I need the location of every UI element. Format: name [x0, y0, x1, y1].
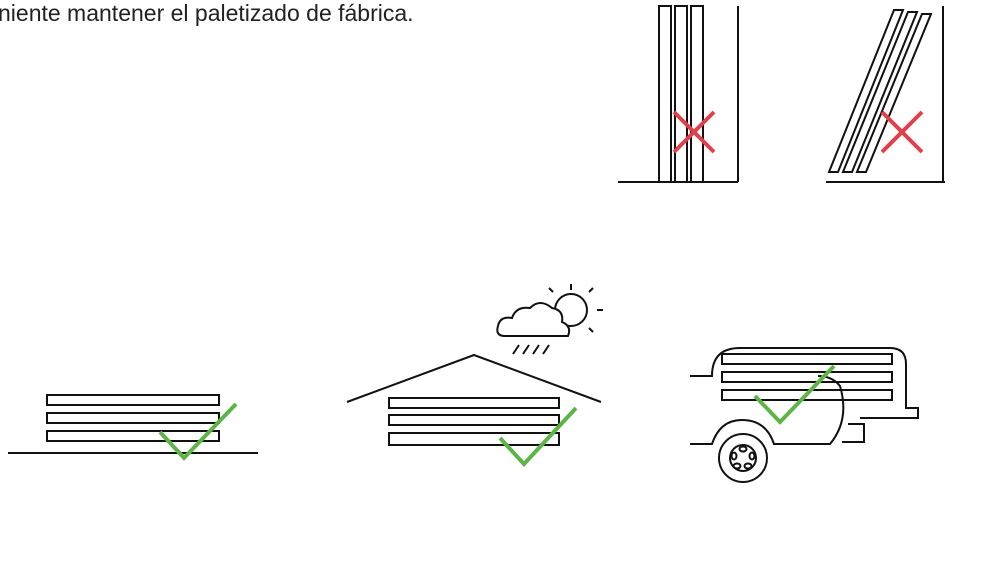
- under-roof-illustration: [346, 353, 602, 446]
- sun-cloud-rain-icon: [496, 284, 603, 355]
- wrong-cross-icon: [672, 110, 716, 154]
- truck-transport-illustration: [690, 347, 919, 483]
- vertical-storage-illustration: [618, 5, 739, 183]
- correct-check-icon: [753, 364, 836, 425]
- wrong-cross-icon: [880, 110, 924, 154]
- correct-check-icon: [498, 406, 578, 467]
- leaning-storage-illustration: [826, 6, 945, 183]
- instruction-text: niente mantener el paletizado de fábrica…: [0, 0, 414, 26]
- correct-check-icon: [158, 402, 238, 461]
- flat-on-ground-illustration: [8, 394, 258, 454]
